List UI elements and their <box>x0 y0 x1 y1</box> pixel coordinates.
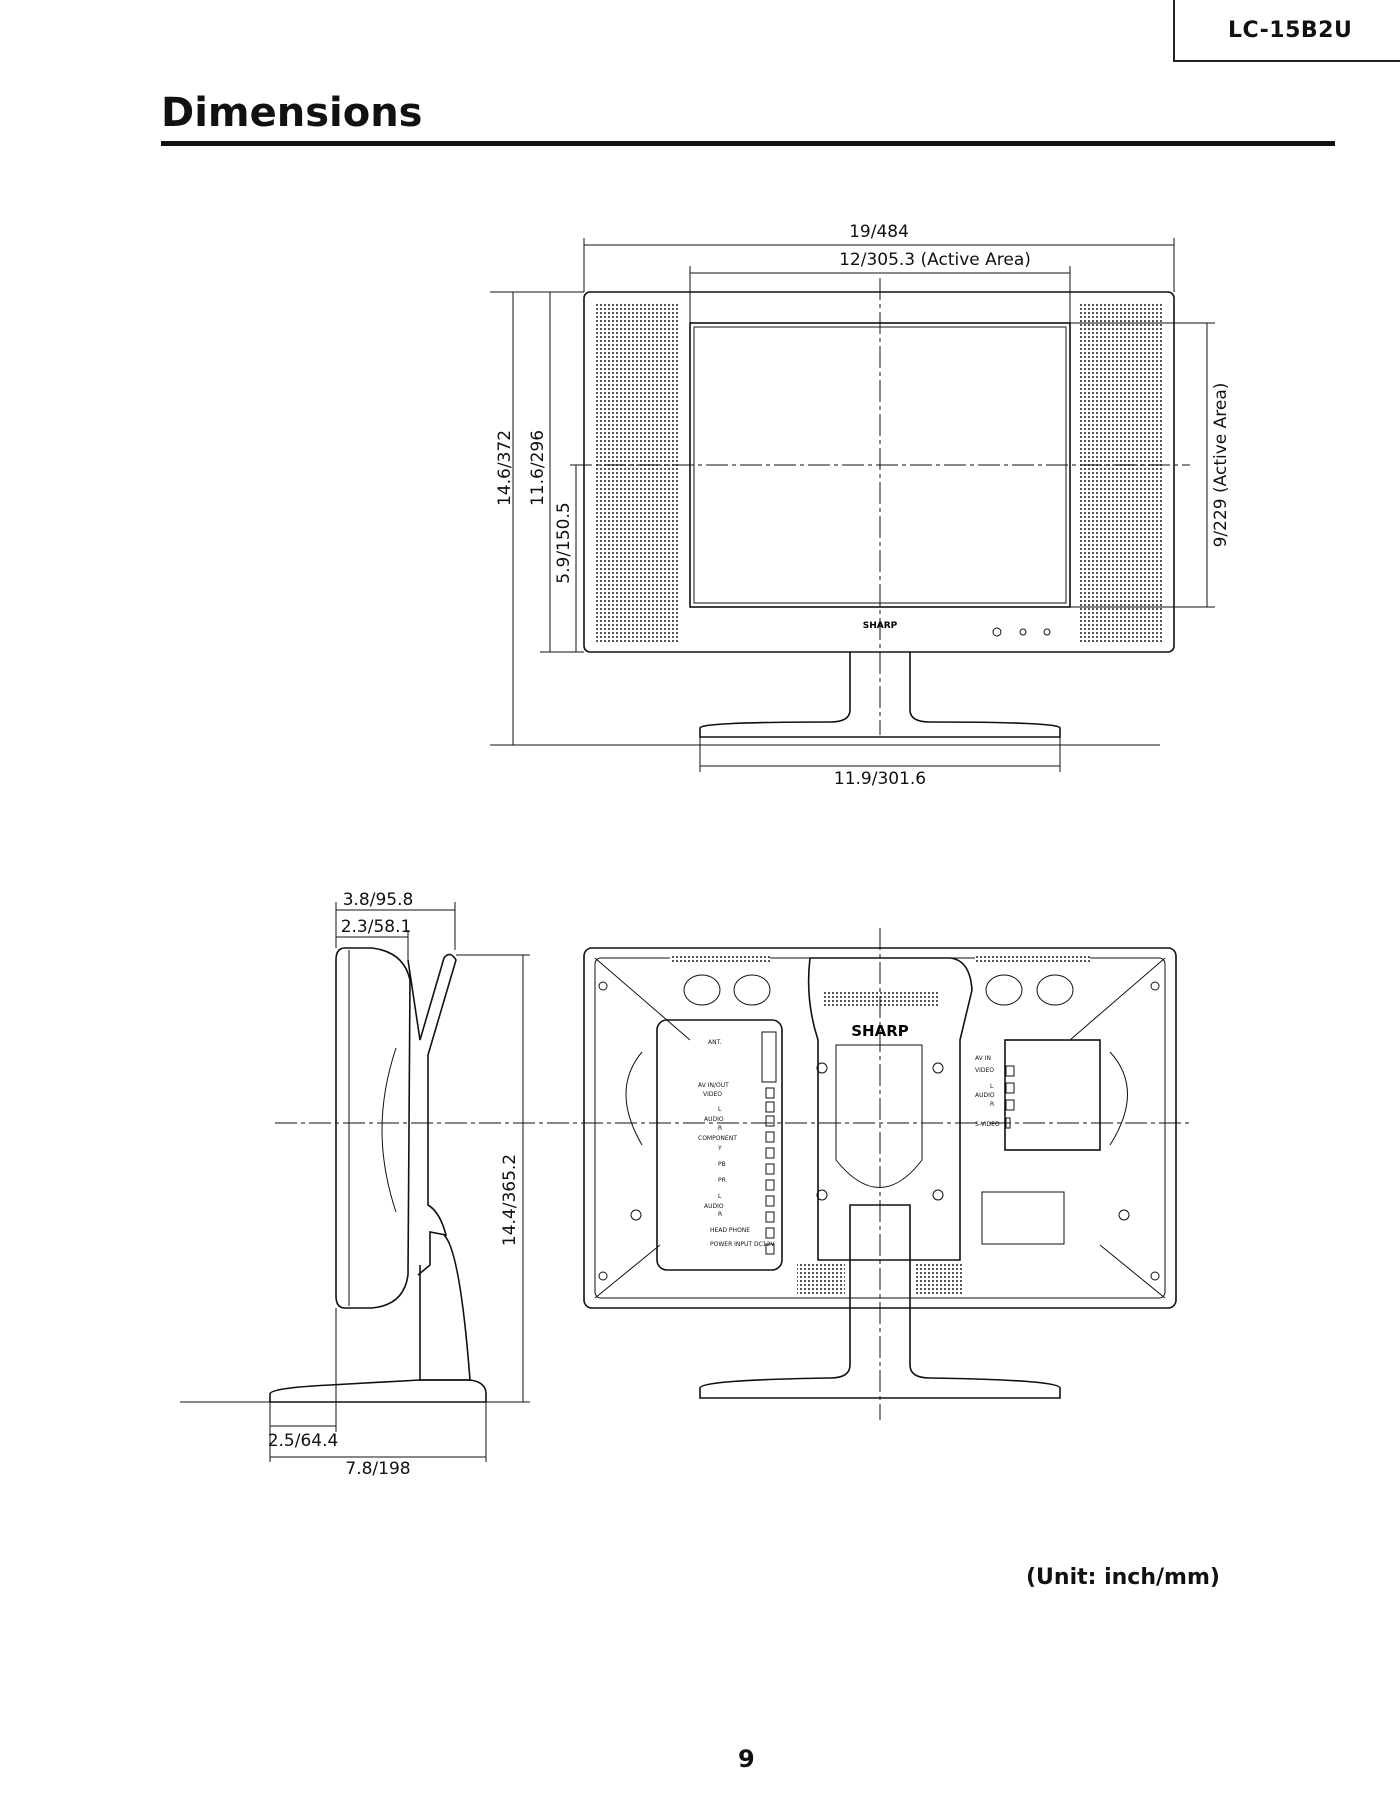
side-depth-panel-label: 2.3/58.1 <box>341 917 412 937</box>
svg-text:VIDEO: VIDEO <box>703 1091 722 1098</box>
svg-text:AV IN: AV IN <box>975 1055 991 1062</box>
svg-text:ANT.: ANT. <box>708 1039 722 1046</box>
right-speaker-grille <box>1080 302 1164 642</box>
power-button-icon <box>992 627 1002 637</box>
front-overall-width-label: 19/484 <box>849 222 909 242</box>
svg-text:L: L <box>718 1106 722 1113</box>
svg-text:AV IN/OUT: AV IN/OUT <box>698 1082 729 1089</box>
side-panel <box>335 947 411 1309</box>
svg-text:L: L <box>718 1193 722 1200</box>
rear-boss <box>807 957 973 1261</box>
rear-view: SHARP ANT. AV IN/OUT VIDEO L AUDIO R COM… <box>583 928 1177 1420</box>
svg-text:AUDIO: AUDIO <box>704 1116 724 1123</box>
indicator-icon <box>1019 628 1027 636</box>
side-view: 3.8/95.8 2.3/58.1 14.4/365.2 2.5/64.4 7.… <box>180 890 1190 1479</box>
front-center-height-label: 5.9/150.5 <box>554 502 574 583</box>
front-stand <box>699 652 1061 738</box>
front-bezel <box>583 291 1175 653</box>
left-speaker-grille <box>595 302 680 642</box>
svg-text:R: R <box>990 1101 994 1108</box>
svg-text:S-VIDEO: S-VIDEO <box>975 1121 1000 1128</box>
indicator-icon-2 <box>1043 628 1051 636</box>
svg-text:AUDIO: AUDIO <box>704 1203 724 1210</box>
svg-text:COMPONENT: COMPONENT <box>698 1135 737 1142</box>
front-active-width-label: 12/305.3 (Active Area) <box>839 250 1031 270</box>
rear-stand <box>699 1204 1061 1399</box>
page-title: Dimensions <box>161 90 423 136</box>
svg-text:R: R <box>718 1211 722 1218</box>
side-depth-overall-label: 3.8/95.8 <box>343 890 414 910</box>
front-body-height-label: 11.6/296 <box>528 430 548 506</box>
front-view: SHARP 19/484 12/305.3 (Active Area) 14.6… <box>490 222 1231 789</box>
svg-text:POWER INPUT DC12V: POWER INPUT DC12V <box>710 1241 775 1248</box>
rear-left-jack-panel <box>656 1019 783 1271</box>
svg-text:L: L <box>990 1083 994 1090</box>
svg-text:Y: Y <box>717 1145 722 1152</box>
front-active-height-label: 9/229 (Active Area) <box>1211 383 1231 548</box>
front-overall-height-label: 14.6/372 <box>495 430 515 506</box>
unit-note: (Unit: inch/mm) <box>1026 1565 1220 1590</box>
page-number: 9 <box>738 1745 755 1773</box>
rear-right-jack-panel <box>1004 1039 1101 1151</box>
side-base <box>269 1379 487 1403</box>
side-neck <box>407 953 457 1276</box>
side-base-depth-label: 7.8/198 <box>345 1459 410 1479</box>
side-base-offset-label: 2.5/64.4 <box>268 1431 339 1451</box>
svg-text:PB: PB <box>718 1161 726 1168</box>
svg-text:R: R <box>718 1125 722 1132</box>
svg-text:PR: PR <box>718 1177 726 1184</box>
svg-text:AUDIO: AUDIO <box>975 1092 995 1099</box>
title-rule <box>161 141 1335 146</box>
svg-text:VIDEO: VIDEO <box>975 1067 994 1074</box>
side-height-label: 14.4/365.2 <box>500 1154 520 1246</box>
model-box <box>1173 0 1400 62</box>
model-number: LC-15B2U <box>1228 18 1353 43</box>
front-stand-width-label: 11.9/301.6 <box>834 769 926 789</box>
svg-text:HEAD PHONE: HEAD PHONE <box>710 1227 750 1234</box>
